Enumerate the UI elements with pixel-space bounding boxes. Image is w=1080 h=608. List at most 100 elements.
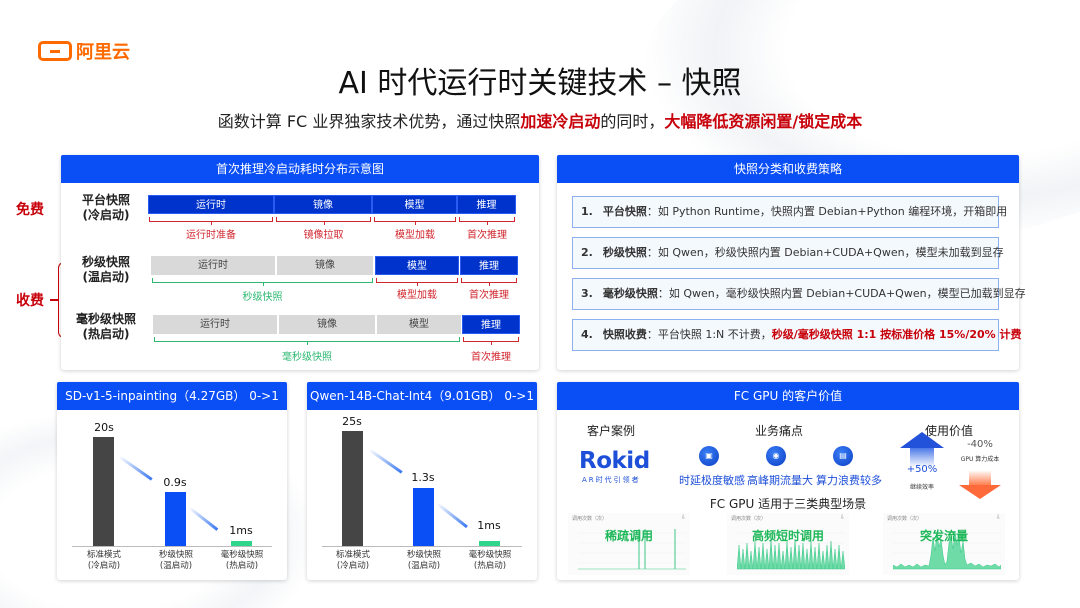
subtitle-highlight: 大幅降低资源闲置/锁定成本 bbox=[664, 112, 863, 131]
up-value: +50% bbox=[906, 464, 938, 475]
row-label-millisecond: 毫秒级快照 (热启动) bbox=[67, 312, 145, 342]
down-value: -40% bbox=[967, 439, 993, 450]
policy-item: 2. 秒级快照：如 Qwen，秒级快照内置 Debian+CUDA+Qwen，模型… bbox=[572, 237, 1004, 269]
segment-model: 模型 bbox=[375, 256, 459, 275]
item-text: ：如 Qwen，毫秒级快照内置 Debian+CUDA+Qwen，模型已加载到显… bbox=[657, 287, 1026, 300]
bar-value: 1ms bbox=[477, 519, 501, 532]
item-name: 毫秒级快照 bbox=[602, 287, 658, 300]
item-number: 1. bbox=[581, 205, 593, 218]
bar-value: 0.9s bbox=[163, 476, 187, 489]
pain-point: 高峰期流量大 bbox=[747, 474, 813, 487]
subtitle-text: 函数计算 FC 业界独家技术优势，通过快照 bbox=[217, 112, 521, 131]
slide-title: AI 时代运行时关键技术 – 快照 bbox=[338, 66, 742, 101]
decrease-arrow-icon bbox=[959, 471, 1001, 501]
bar-value: 20s bbox=[94, 421, 114, 434]
bar-millisecond bbox=[479, 541, 500, 546]
category-name: 秒级快照 bbox=[158, 550, 193, 560]
segment-inference: 推理 bbox=[457, 195, 516, 214]
bracket bbox=[463, 337, 519, 345]
panel-title: 首次推理冷启动耗时分布示意图 bbox=[61, 155, 539, 183]
qwen-ttfi-chart-panel: Qwen-14B-Chat-Int4（9.01GB） 0->1 TTFI 25s… bbox=[307, 382, 537, 580]
bracket-label: 首次推理 bbox=[467, 230, 507, 241]
bar-value: 1.3s bbox=[411, 471, 435, 484]
rokid-tagline: AR时代引领者 bbox=[582, 476, 641, 484]
pain-point: 时延极度敏感 bbox=[679, 474, 745, 487]
policy-item: 4.快照收费：平台快照 1:N 不计费，秒级/毫秒级快照 1:1 按标准价格 1… bbox=[572, 319, 1022, 351]
up-caption: 继续效率 bbox=[909, 484, 934, 491]
bar-value: 25s bbox=[342, 415, 362, 428]
rokid-logo: Rokid bbox=[579, 448, 650, 474]
column-title-cases: 客户案例 bbox=[587, 424, 636, 438]
decrease-arrow bbox=[368, 448, 403, 474]
row-subname: (温启动) bbox=[82, 270, 130, 284]
sparse-call-plot bbox=[578, 529, 686, 570]
paid-brace-tick bbox=[50, 299, 58, 301]
segment-image: 镜像 bbox=[279, 315, 375, 334]
item-text: ：平台快照 1:N 不计费， bbox=[646, 328, 772, 341]
bracket-label: 镜像拉取 bbox=[303, 230, 344, 241]
traffic-icon: ◉ bbox=[766, 446, 786, 466]
latency-icon: ▣ bbox=[699, 446, 719, 466]
row-label-second: 秒级快照 (温启动) bbox=[71, 255, 141, 285]
highfreq-call-plot bbox=[737, 532, 845, 570]
category-name: 毫秒级快照 bbox=[468, 550, 512, 560]
category-label: 秒级快照(温启动) bbox=[394, 550, 454, 572]
panel-title: 快照分类和收费策略 bbox=[557, 155, 1019, 183]
bracket bbox=[276, 217, 371, 225]
row-label-platform: 平台快照 (冷启动) bbox=[71, 193, 141, 223]
bar-second bbox=[413, 488, 434, 546]
scenario-highfreq-chart: 调用次数（次） ⇩ 高频短时调用 bbox=[727, 513, 849, 575]
item-text: ：如 Qwen，秒级快照内置 Debian+CUDA+Qwen，模型未加载到显存 bbox=[646, 246, 1004, 259]
category-name: 标准模式 bbox=[335, 550, 370, 560]
bracket bbox=[459, 217, 515, 225]
category-name: 毫秒级快照 bbox=[220, 550, 264, 560]
item-text: ：如 Python Runtime，快照内置 Debian+Python 编程环… bbox=[646, 205, 1008, 218]
aliyun-logo: 阿里云 bbox=[38, 38, 130, 64]
category-sub: (冷启动) bbox=[87, 561, 121, 571]
decrease-arrow bbox=[188, 506, 219, 531]
panel-title: FC GPU 的客户价值 bbox=[557, 382, 1019, 410]
pain-point: 算力浪费较多 bbox=[816, 474, 882, 487]
sd-ttfi-chart-panel: SD-v1-5-inpainting（4.27GB） 0->1 TTFI 20s… bbox=[57, 382, 287, 580]
increase-arrow-icon bbox=[900, 432, 944, 466]
scenario-sparse-chart: 调用次数（次） ⇩ 稀疏调用 bbox=[568, 513, 690, 575]
category-label: 毫秒级快照(热启动) bbox=[460, 550, 520, 572]
segment-inference: 推理 bbox=[462, 315, 520, 334]
scenario-label: 突发流量 bbox=[919, 529, 968, 543]
chart-title: Qwen-14B-Chat-Int4（9.01GB） 0->1 TTFI bbox=[307, 382, 537, 431]
policy-item: 3.毫秒级快照：如 Qwen，毫秒级快照内置 Debian+CUDA+Qwen，… bbox=[572, 278, 1026, 310]
category-sub: (温启动) bbox=[407, 561, 441, 571]
aliyun-logo-icon bbox=[38, 41, 72, 61]
segment-model: 模型 bbox=[372, 195, 457, 214]
bracket-label: 模型加载 bbox=[397, 290, 437, 301]
bracket bbox=[149, 217, 273, 225]
bracket bbox=[461, 278, 517, 286]
segment-runtime: 运行时 bbox=[153, 315, 277, 334]
down-caption: GPU 算力成本 bbox=[960, 456, 1000, 463]
item-highlight: 秒级/毫秒级快照 1:1 按标准价格 15%/20% 计费 bbox=[771, 328, 1022, 341]
scenarios-title: FC GPU 适用于三类典型场景 bbox=[709, 497, 867, 511]
item-number: 2. bbox=[581, 246, 593, 259]
segment-image: 镜像 bbox=[277, 256, 373, 275]
bracket bbox=[374, 217, 456, 225]
decrease-arrow bbox=[436, 502, 468, 529]
column-title-pain: 业务痛点 bbox=[755, 424, 804, 438]
mini-chart-title: 调用次数（次） bbox=[887, 516, 923, 522]
row-name: 平台快照 bbox=[81, 193, 130, 207]
segment-runtime: 运行时 bbox=[151, 256, 275, 275]
scenario-label: 稀疏调用 bbox=[604, 529, 653, 543]
download-icon: ⇩ bbox=[680, 514, 686, 521]
scenario-label: 高频短时调用 bbox=[751, 529, 824, 543]
download-icon: ⇩ bbox=[995, 514, 1001, 521]
category-name: 标准模式 bbox=[86, 550, 121, 560]
decrease-arrow bbox=[118, 455, 153, 481]
subtitle-text: 的同时， bbox=[600, 112, 665, 131]
bar-millisecond bbox=[231, 541, 252, 546]
segment-runtime: 运行时 bbox=[148, 195, 274, 214]
row-name: 毫秒级快照 bbox=[75, 312, 136, 326]
bracket-label: 首次推理 bbox=[469, 290, 509, 301]
download-icon: ⇩ bbox=[839, 514, 845, 521]
segment-inference: 推理 bbox=[460, 256, 518, 275]
category-label: 毫秒级快照(热启动) bbox=[212, 550, 272, 572]
item-name: 秒级快照 bbox=[602, 246, 647, 259]
